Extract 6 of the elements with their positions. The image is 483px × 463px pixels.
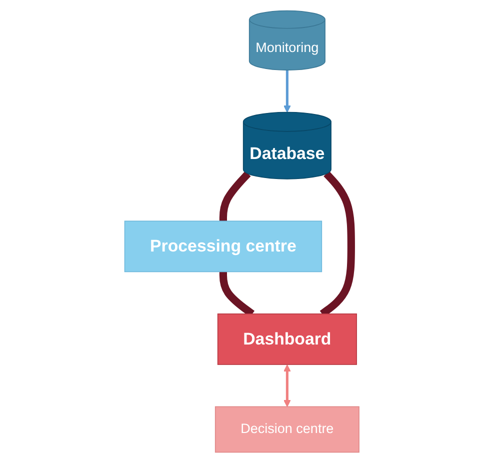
node-box: Processing centre (124, 220, 322, 272)
arrow (283, 364, 291, 408)
arrow (283, 70, 291, 113)
node-box: Dashboard (217, 313, 357, 365)
node-box: Decision centre (214, 406, 360, 453)
connector (219, 171, 250, 222)
